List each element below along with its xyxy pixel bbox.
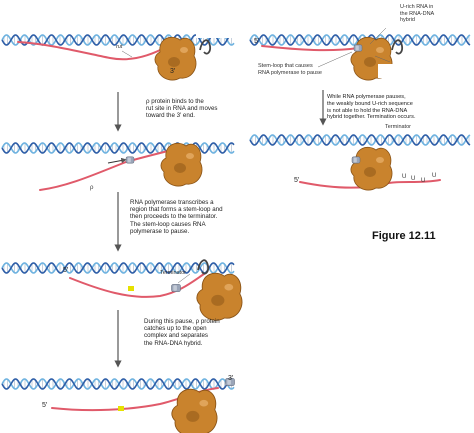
stem-loop-label: Stem-loop that causes RNA polymerase to … [258, 63, 322, 76]
five-prime-label: 5′ [42, 402, 48, 409]
terminator-marker-panel1 [199, 39, 212, 55]
leader-terminator-right [374, 55, 391, 63]
dna-strand [1, 262, 235, 274]
rho-movement-arrow [107, 157, 127, 164]
rho-protein-right-top [353, 44, 363, 52]
right-step-description: While RNA polymerase pauses, the weakly … [327, 94, 416, 121]
rho-protein-panel4 [225, 378, 235, 386]
terminator-marker-panel3 [197, 259, 210, 275]
masked-label-panel2 [128, 178, 164, 190]
leader-rut [121, 50, 133, 58]
rna-polymerase-panel2 [160, 142, 203, 187]
dna-helix-panel3 [1, 262, 235, 274]
polymerase-channel [186, 410, 200, 422]
dna-helix-right-bottom [249, 134, 471, 146]
rut-label: rut [116, 44, 123, 50]
leader-stem-loop [317, 51, 353, 68]
three-prime-label: 3′ [228, 375, 234, 382]
rho-highlight [127, 157, 131, 163]
rna-transcript-right-top [261, 45, 359, 52]
rna-polymerase-right-bottom [350, 146, 393, 191]
rna-polymerase-panel1 [154, 36, 197, 81]
rho-highlight [353, 157, 357, 163]
three-prime-label: 3′ [170, 68, 176, 75]
leader-u-rich [369, 27, 387, 45]
u-base: U [432, 173, 437, 179]
dna-strand [249, 134, 471, 146]
rho-label: ρ [90, 185, 94, 191]
masked-label-panel3 [122, 298, 158, 310]
dna-strand [1, 378, 235, 390]
dna-strand [249, 34, 471, 46]
rna-transcript-panel1 [17, 41, 169, 61]
u-base: U [411, 176, 416, 182]
masked-label-terminator-top [196, 26, 236, 38]
figure-label: Figure 12.11 [372, 230, 436, 242]
stem-loop-site-panel4 [118, 406, 124, 411]
terminator-label: Terminator [160, 270, 186, 276]
stem-loop-site-panel3 [128, 286, 134, 291]
polymerase-highlight [376, 157, 384, 163]
dna-strand [1, 378, 235, 390]
terminator-right-label: Terminator [385, 124, 411, 130]
polymerase-channel [174, 163, 186, 173]
masked-label-top [108, 6, 148, 20]
u-base: U [421, 178, 426, 184]
polymerase-highlight [186, 153, 194, 159]
rho-highlight [227, 379, 231, 385]
rho-protein-panel3 [171, 284, 181, 292]
rna-polymerase-panel4 [171, 388, 218, 433]
polymerase-channel [168, 57, 180, 67]
polymerase-highlight [376, 47, 384, 53]
dna-strand [1, 142, 235, 154]
masked-label-right [378, 64, 426, 78]
dna-strand [1, 34, 235, 46]
terminator-marker-right-top [391, 39, 404, 55]
u-rich-label: U-rich RNA in the RNA-DNA hybrid [400, 4, 435, 23]
rho-highlight [355, 45, 359, 51]
five-prime-label: 5′ [63, 267, 69, 274]
polymerase-channel [364, 57, 376, 67]
leader-terminator-mid [177, 273, 191, 284]
dna-strand [1, 262, 235, 274]
rho-highlight [173, 285, 177, 291]
five-prime-label: 5′ [254, 38, 260, 45]
step2-description: RNA polymerase transcribes a region that… [130, 199, 223, 235]
rho-protein-panel2 [125, 156, 135, 164]
rna-polymerase-panel3 [196, 272, 243, 321]
step3-description: During this pause, ρ protein catches up … [144, 318, 220, 347]
rho-protein-right-bottom [351, 156, 361, 164]
polymerase-channel [364, 167, 376, 177]
five-prime-label: 5′ [294, 177, 300, 184]
polymerase-highlight [224, 283, 234, 291]
step1-description: ρ protein binds to the rut site in RNA a… [146, 98, 218, 120]
polymerase-channel [211, 294, 225, 306]
polymerase-highlight [199, 399, 209, 407]
dna-helix-panel4 [1, 378, 235, 390]
dna-strand [249, 134, 471, 146]
u-base: U [402, 174, 407, 180]
polymerase-highlight [180, 47, 188, 53]
rna-transcript-panel3 [69, 273, 205, 298]
masked-label-left [30, 80, 78, 94]
